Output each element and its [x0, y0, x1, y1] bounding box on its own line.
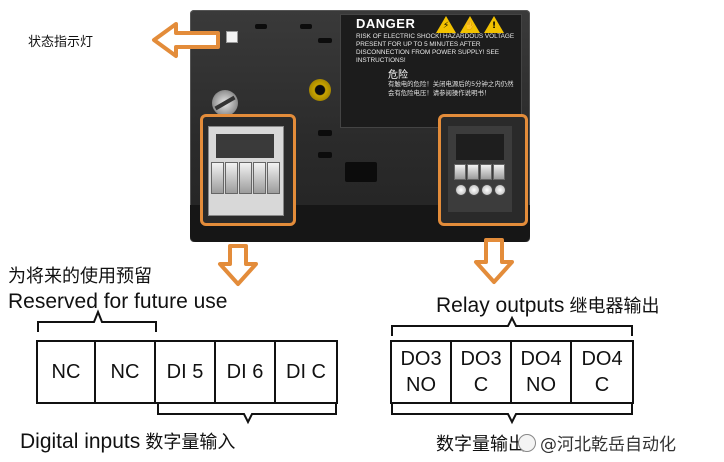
terminal-dic: DI C: [274, 340, 338, 404]
exclamation-icon: !: [491, 21, 497, 31]
connector-pin: [239, 162, 252, 194]
down-arrow-icon: [218, 244, 258, 286]
high-voltage-warning-icon: [436, 16, 456, 33]
relay-label: Relay outputs 继电器输出: [436, 292, 660, 318]
terminal-nc-2: NC: [94, 340, 156, 404]
connector-pin: [211, 162, 224, 194]
connector-pin: [493, 164, 505, 180]
warning-title-cn: 危险: [388, 70, 408, 81]
terminal-line1: DO4: [520, 348, 562, 370]
status-led: [226, 31, 238, 43]
connector-top-recess: [456, 134, 504, 160]
terminal-do4-no: DO4 NO: [510, 340, 572, 404]
connector-top-recess: [216, 134, 274, 158]
terminal-line2: C: [473, 374, 489, 396]
status-led-arrow-icon: [152, 22, 220, 58]
housing-slot: [318, 130, 332, 136]
housing-slot: [318, 152, 332, 158]
warning-text-cn: 有触电的危险！关闭电源后的5分钟之内仍然会有危险电压！请参阅操作说明书！: [388, 80, 514, 97]
connector-terminal: [481, 184, 493, 196]
housing-slot: [255, 24, 267, 29]
warning-triangle-icon: [484, 16, 504, 33]
digital-inputs-label-en: Digital inputs: [20, 430, 141, 453]
connector-terminal: [494, 184, 506, 196]
terminal-do3-no: DO3 NO: [390, 340, 452, 404]
connector-pin: [467, 164, 479, 180]
watermark-text: @河北乾岳自动化: [540, 435, 676, 455]
digital-outputs-label-cn: 数字量输出: [436, 434, 526, 455]
reserved-label-cn: 为将来的使用预留: [8, 266, 152, 287]
digital-inputs-label-cn: 数字量输入: [145, 432, 236, 453]
relay-label-en: Relay outputs: [436, 294, 565, 317]
connector-pin: [253, 162, 266, 194]
housing-slot: [345, 162, 377, 182]
housing-slot: [318, 38, 332, 43]
warning-label-panel: [340, 14, 522, 128]
terminal-di6: DI 6: [214, 340, 276, 404]
connector-pin: [225, 162, 238, 194]
housing-slot: [300, 24, 312, 29]
hand-icon: ✋: [464, 21, 476, 31]
terminal-line2: C: [594, 374, 610, 396]
connector-pin: [454, 164, 466, 180]
terminal-di5: DI 5: [154, 340, 216, 404]
digital-outputs-brace: [391, 404, 633, 425]
mounting-hole: [309, 79, 331, 101]
status-led-label: 状态指示灯: [28, 35, 94, 50]
terminal-line1: DO4: [581, 348, 623, 370]
terminal-do3-c: DO3 C: [450, 340, 512, 404]
relay-label-cn: 继电器输出: [569, 296, 660, 317]
terminal-line1: DO3: [400, 348, 442, 370]
relay-output-terminals: DO3 NO DO3 C DO4 NO DO4 C: [390, 340, 634, 404]
digital-inputs-brace: [157, 404, 337, 425]
reserved-label-en: Reserved for future use: [8, 290, 228, 313]
relay-outputs-brace: [391, 315, 633, 336]
watermark: @河北乾岳自动化: [518, 430, 676, 455]
lightning-icon: ⚡: [442, 21, 450, 31]
terminal-line1: DO3: [460, 348, 502, 370]
connector-terminal: [455, 184, 467, 196]
terminal-line2: NO: [526, 374, 556, 396]
hand-hazard-warning-icon: [460, 16, 480, 33]
watermark-logo-icon: [518, 433, 536, 452]
reserved-brace: [37, 309, 157, 332]
connector-terminal: [468, 184, 480, 196]
connector-pin: [267, 162, 280, 194]
warning-text-en: RISK OF ELECTRIC SHOCK! HAZARDOUS VOLTAG…: [356, 33, 515, 64]
down-arrow-icon: [474, 238, 514, 284]
digital-inputs-label: Digital inputs 数字量输入: [20, 428, 235, 454]
terminal-nc-1: NC: [36, 340, 96, 404]
terminal-do4-c: DO4 C: [570, 340, 634, 404]
connector-pin: [480, 164, 492, 180]
warning-title-en: DANGER: [356, 16, 416, 31]
terminal-line2: NO: [406, 374, 436, 396]
digital-input-terminals: NC NC DI 5 DI 6 DI C: [36, 340, 338, 404]
